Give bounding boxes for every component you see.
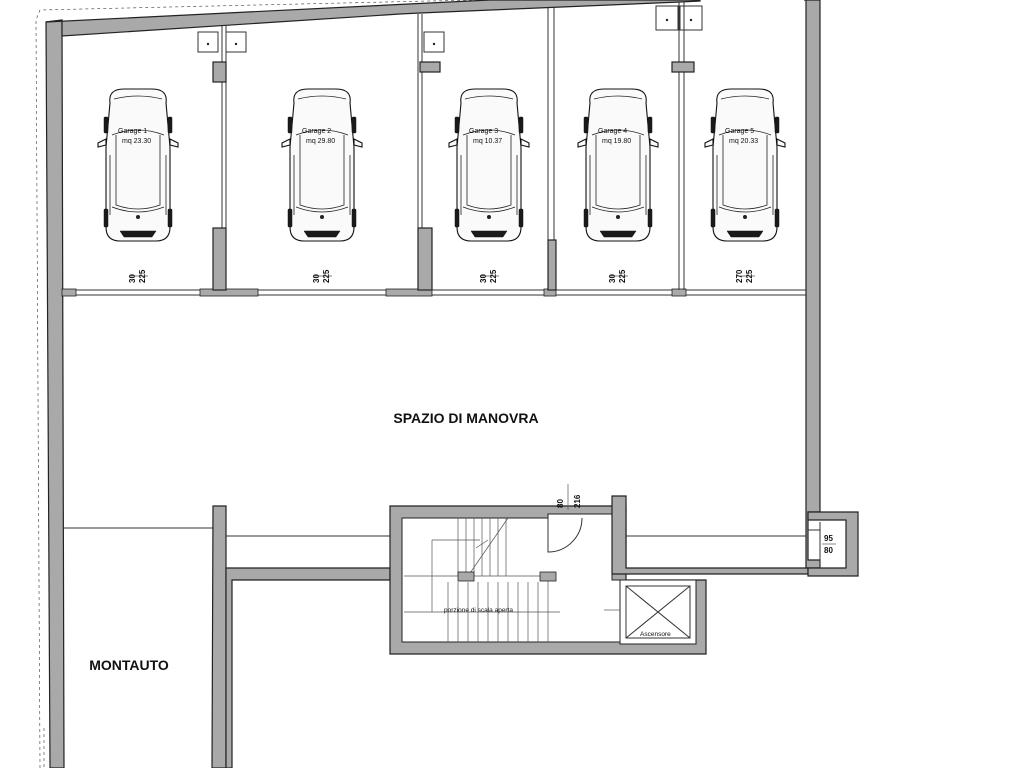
- garage-area-5: mq 20.33: [729, 138, 758, 145]
- car-2: Garage 2 mq 29.80: [281, 88, 363, 242]
- lift-label: Ascensore: [640, 631, 671, 638]
- property-boundary: [35, 0, 489, 768]
- door-dim-top: 80: [556, 499, 565, 508]
- window-dim-bottom: 80: [824, 546, 833, 555]
- elevator: Ascensore: [604, 579, 697, 645]
- garage-name-3: Garage 3: [469, 128, 498, 135]
- window-niche: 95 80: [807, 511, 859, 577]
- montauto-label: MONTAUTO: [89, 657, 169, 673]
- garage-name-2: Garage 2: [302, 128, 331, 135]
- montauto-walls: MONTAUTO: [64, 505, 391, 768]
- stair-note: porzione di scala aperta: [444, 607, 513, 614]
- garage-front-line: [61, 288, 806, 297]
- garage-name-4: Garage 4: [598, 128, 627, 135]
- stair-core: porzione di scala aperta 80 216: [389, 484, 809, 655]
- wall-right: [804, 0, 821, 569]
- car-1: Garage 1 mq 23.30: [97, 88, 179, 242]
- utility-boxes: [197, 5, 703, 53]
- garage-area-2: mq 29.80: [306, 138, 335, 145]
- car-3: Garage 3 mq 10.37: [448, 88, 530, 242]
- garage-partitions: [212, 2, 695, 291]
- garage-dim-top-2: 30: [312, 274, 321, 283]
- garage-name-1: Garage 1: [118, 128, 147, 135]
- car-5: Garage 5 mq 20.33: [704, 88, 786, 242]
- garage-area-3: mq 10.37: [473, 138, 502, 145]
- door-dim-bottom: 216: [573, 494, 582, 508]
- garage-dim-top-4: 30: [608, 274, 617, 283]
- garage-dim-top-3: 30: [479, 274, 488, 283]
- wall-top: [45, 0, 701, 37]
- wall-left: [45, 19, 65, 768]
- garage-name-5: Garage 5: [725, 128, 754, 135]
- manovra-label: SPAZIO DI MANOVRA: [393, 410, 538, 426]
- garage-dim-top-1: 30: [128, 274, 137, 283]
- garage-area-4: mq 19.80: [602, 138, 631, 145]
- car-4: Garage 4 mq 19.80: [577, 88, 659, 242]
- garage-area-1: mq 23.30: [122, 138, 151, 145]
- window-dim-top: 95: [824, 534, 833, 543]
